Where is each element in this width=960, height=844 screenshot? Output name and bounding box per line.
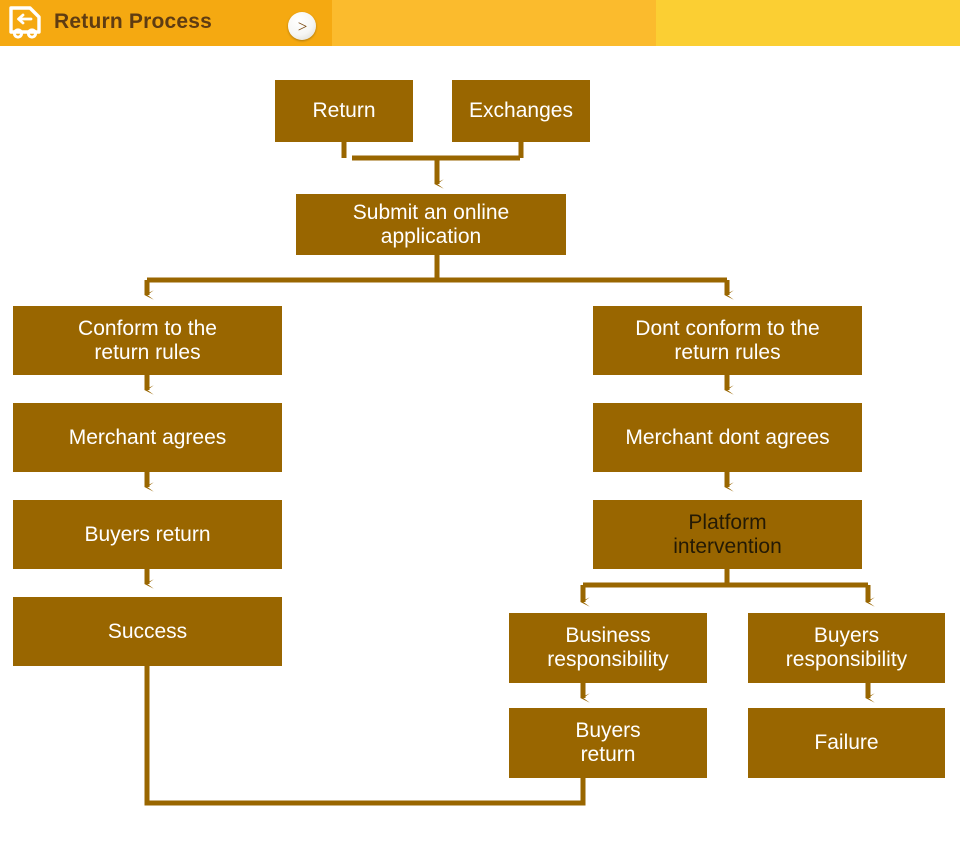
- header-bar: Return Process >: [0, 0, 960, 46]
- node-label: Buyers responsibility: [785, 624, 908, 671]
- node-buyers-return-left[interactable]: Buyers return: [13, 500, 282, 569]
- node-label: Buyers return: [84, 522, 211, 546]
- header-band-left: [0, 0, 332, 46]
- header-band-right: [656, 0, 960, 46]
- flow-diagram: Return Exchanges Submit an online applic…: [0, 46, 960, 844]
- node-exchanges[interactable]: Exchanges: [452, 80, 590, 142]
- header-band-middle: [332, 0, 656, 46]
- node-business-responsibility[interactable]: Business responsibility: [509, 613, 707, 683]
- node-failure[interactable]: Failure: [748, 708, 945, 778]
- node-label: Buyers return: [575, 719, 641, 766]
- node-return[interactable]: Return: [275, 80, 413, 142]
- node-dont-conform-to-return-rules[interactable]: Dont conform to the return rules: [593, 306, 862, 375]
- node-merchant-agrees[interactable]: Merchant agrees: [13, 403, 282, 472]
- node-label: Dont conform to the return rules: [635, 316, 820, 364]
- node-platform-intervention[interactable]: Platform intervention: [593, 500, 862, 569]
- node-success[interactable]: Success: [13, 597, 282, 666]
- node-label: Submit an online application: [352, 200, 510, 248]
- node-merchant-dont-agrees[interactable]: Merchant dont agrees: [593, 403, 862, 472]
- node-label: Merchant agrees: [68, 425, 227, 449]
- chevron-right-icon: >: [297, 16, 308, 36]
- node-label: Failure: [814, 731, 879, 755]
- node-buyers-return-right[interactable]: Buyers return: [509, 708, 707, 778]
- node-label: Business responsibility: [547, 624, 669, 671]
- node-conform-to-return-rules[interactable]: Conform to the return rules: [13, 306, 282, 375]
- node-label: Return: [312, 99, 376, 123]
- connector-layer: [140, 142, 875, 806]
- edge-buyers-return-right-to-success: [140, 650, 586, 806]
- node-label: Merchant dont agrees: [625, 425, 830, 449]
- node-submit-online-application[interactable]: Submit an online application: [296, 194, 566, 255]
- next-button[interactable]: >: [288, 12, 316, 40]
- node-label: Exchanges: [469, 99, 573, 123]
- return-truck-icon: [9, 6, 41, 39]
- page-title: Return Process: [54, 10, 213, 33]
- node-label: Success: [107, 619, 188, 643]
- node-buyers-responsibility[interactable]: Buyers responsibility: [748, 613, 945, 683]
- node-label: Conform to the return rules: [78, 316, 217, 364]
- node-label: Platform intervention: [673, 510, 782, 558]
